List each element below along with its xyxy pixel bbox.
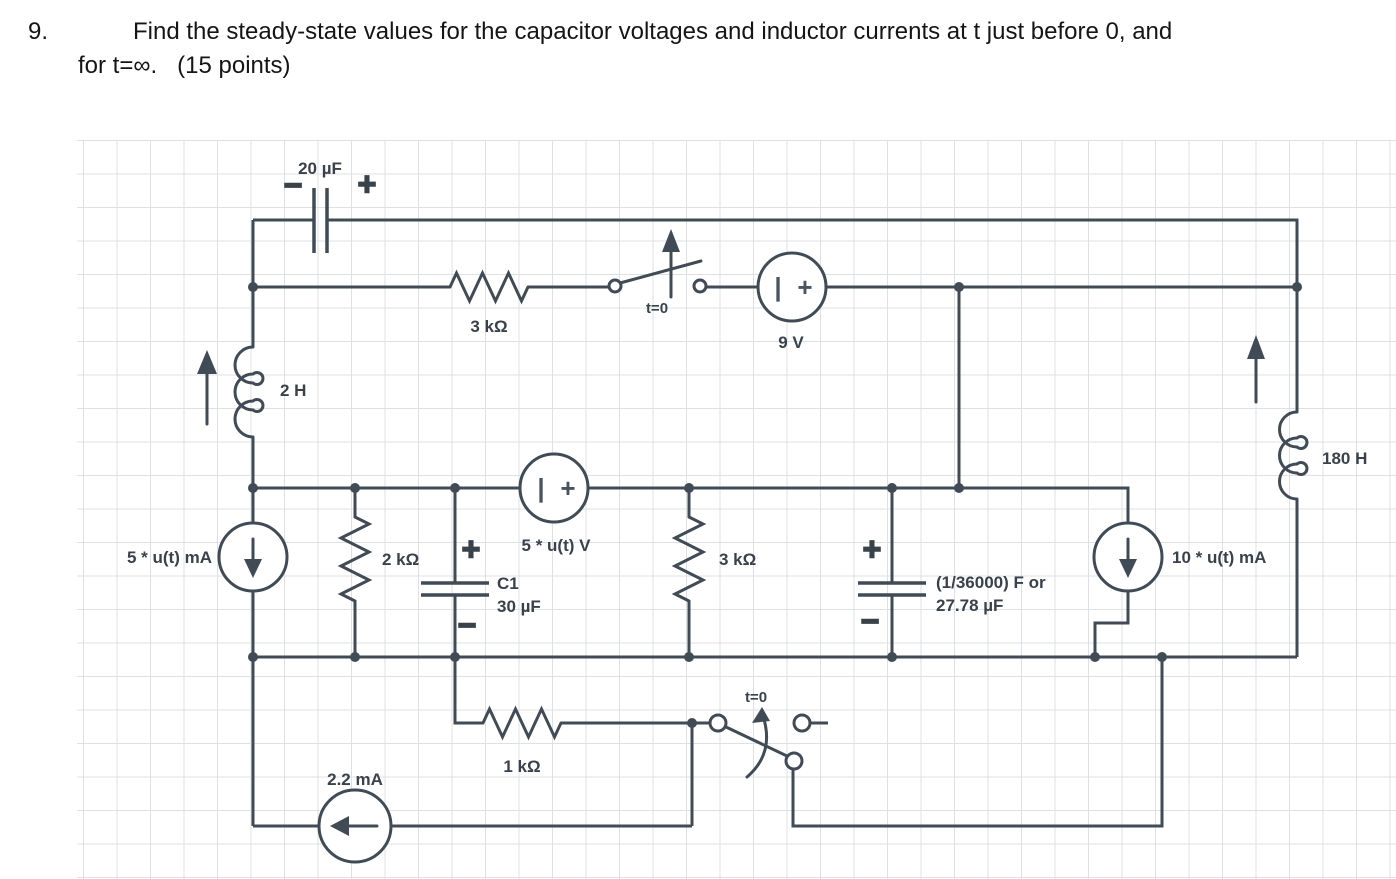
switch-top-label: t=0 <box>646 300 668 317</box>
resistor-3k-top-label: 3 kΩ <box>470 317 507 336</box>
source-2-2ma: 2.2 mA <box>317 770 393 864</box>
source-5v-label: 5 * u(t) V <box>522 536 592 555</box>
circuit-wires <box>251 218 1299 828</box>
source-9v: | + 9 V <box>756 251 828 352</box>
source-9v-label: 9 V <box>778 333 804 352</box>
capacitor-20uf-plus: + <box>358 166 377 202</box>
question-text-line2: for t=∞. (15 points) <box>78 52 291 79</box>
switch-bottom-label: t=0 <box>745 689 767 706</box>
capacitor-c1-minus: − <box>458 607 477 643</box>
junction-dots <box>248 282 1302 728</box>
inductor-2h: 2 H <box>197 345 306 439</box>
source-5ma: 5 * u(t) mA <box>127 521 289 593</box>
resistor-2k-label: 2 kΩ <box>382 550 419 569</box>
problem-number: 9. <box>28 18 49 45</box>
capacitor-20uf-minus: − <box>284 167 303 203</box>
resistor-1k: 1 kΩ <box>481 705 563 776</box>
switch-bottom: t=0 <box>708 689 812 779</box>
inductor-2h-label: 2 H <box>280 381 306 400</box>
capacitor-27uf-value-line2: 27.78 µF <box>936 596 1003 615</box>
current-arrow-180h <box>1247 335 1265 404</box>
resistor-1k-label: 1 kΩ <box>503 757 540 776</box>
inductor-180h-label: 180 H <box>1322 449 1367 468</box>
source-5v-minus: | <box>537 473 544 503</box>
source-9v-minus: | <box>774 272 781 302</box>
current-arrow-2h <box>197 350 217 426</box>
inductor-180h: 180 H <box>1247 335 1367 501</box>
source-5v-plus: + <box>560 473 575 503</box>
resistor-3k-top: 3 kΩ <box>448 269 530 336</box>
source-5v: | + 5 * u(t) V <box>518 452 592 555</box>
capacitor-27uf-value-line1: (1/36000) F or <box>936 573 1046 592</box>
capacitor-27uf: + (1/36000) F or 27.78 µF − <box>858 530 1046 640</box>
source-9v-plus: + <box>797 272 812 302</box>
capacitor-27uf-plus: + <box>863 531 882 567</box>
resistor-3k-mid-label: 3 kΩ <box>719 550 756 569</box>
resistor-3k-mid: 3 kΩ <box>671 515 756 603</box>
capacitor-20uf: 20 µF − + <box>283 159 377 253</box>
capacitor-c1-name: C1 <box>497 574 519 593</box>
capacitor-27uf-minus: − <box>861 603 880 639</box>
source-5ma-label: 5 * u(t) mA <box>127 548 212 567</box>
grid-paper <box>77 140 1396 879</box>
capacitor-c1-plus: + <box>462 531 481 567</box>
resistor-2k: 2 kΩ <box>337 515 419 603</box>
capacitor-c1: + C1 30 µF − <box>421 530 541 644</box>
capacitor-c1-value: 30 µF <box>497 597 541 616</box>
source-10ma-label: 10 * u(t) mA <box>1172 548 1266 567</box>
source-10ma: 10 * u(t) mA <box>1092 521 1266 593</box>
switch-top: t=0 <box>607 229 708 317</box>
capacitor-20uf-label: 20 µF <box>298 159 342 178</box>
question-text-line1: Find the steady-state values for the cap… <box>133 18 1173 45</box>
source-2-2ma-label: 2.2 mA <box>327 770 383 789</box>
